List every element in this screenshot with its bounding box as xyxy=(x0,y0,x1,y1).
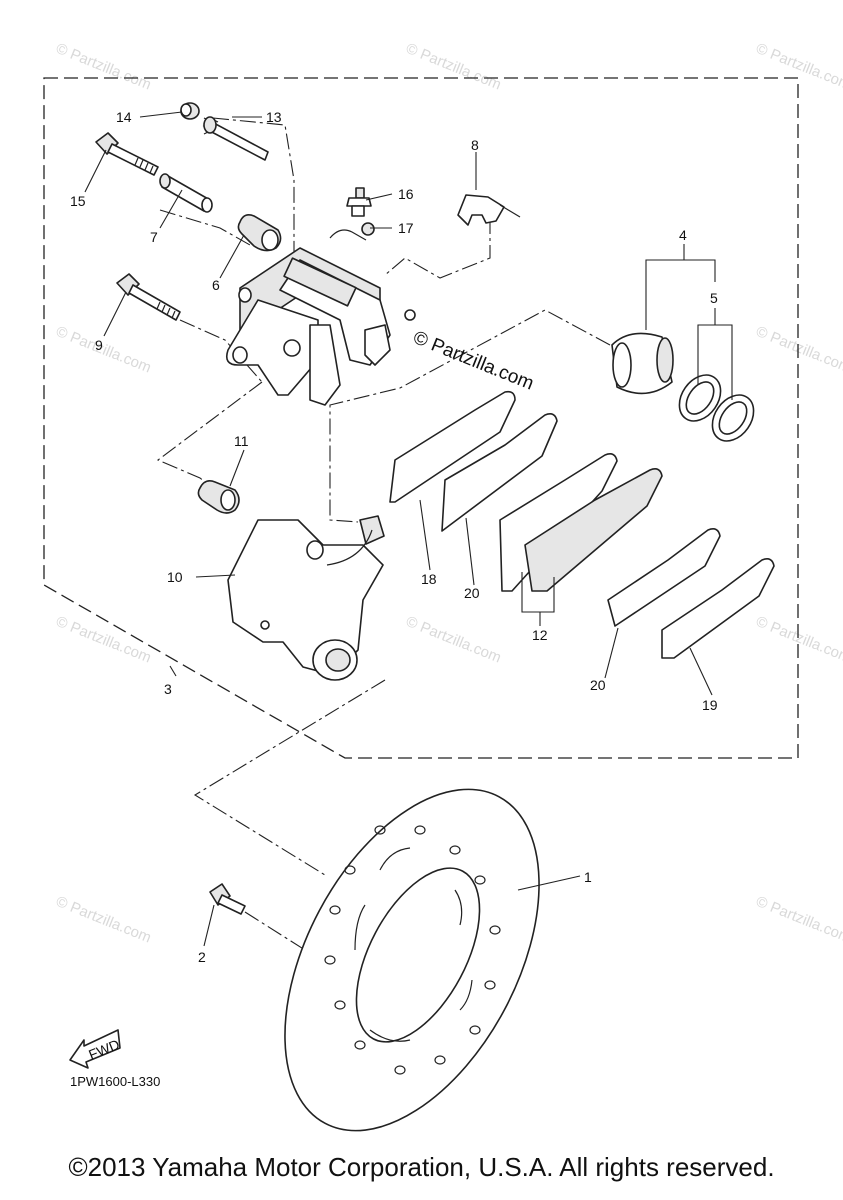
callout-10: 10 xyxy=(167,569,183,585)
part-18-shim xyxy=(389,390,516,503)
watermark-text: © Partzilla.com xyxy=(54,40,154,94)
callout-1: 1 xyxy=(584,869,592,885)
callout-labels: 14 13 15 7 6 9 8 16 17 4 5 11 10 18 20 1… xyxy=(70,109,718,965)
part-5-seals xyxy=(678,374,755,442)
watermark-text: © Partzilla.com xyxy=(54,323,154,377)
part-1-brake-disc xyxy=(284,788,540,1132)
callout-20: 20 xyxy=(590,677,606,693)
callout-9: 9 xyxy=(95,337,103,353)
callout-2: 2 xyxy=(198,949,206,965)
part-9-bolt xyxy=(116,273,181,321)
watermark-text: © Partzilla.com xyxy=(754,613,843,667)
diagram-code: 1PW1600-L330 xyxy=(70,1074,160,1089)
callout-3: 3 xyxy=(164,681,172,697)
part-6-boot xyxy=(237,214,282,252)
callout-13: 13 xyxy=(266,109,282,125)
callout-20: 20 xyxy=(464,585,480,601)
watermark-text: © Partzilla.com xyxy=(404,613,504,667)
part-14-collar xyxy=(180,102,200,120)
callout-7: 7 xyxy=(150,229,158,245)
callout-4: 4 xyxy=(679,227,687,243)
part-20-insulator xyxy=(441,413,558,532)
callout-15: 15 xyxy=(70,193,86,209)
forward-arrow-icon: FWD xyxy=(69,1029,122,1069)
callout-11: 11 xyxy=(234,433,249,449)
watermark-text: © Partzilla.com xyxy=(754,893,843,947)
watermark-text: © Partzilla.com xyxy=(54,893,154,947)
part-12-pads xyxy=(499,453,663,592)
partzilla-watermark: © Partzilla.com xyxy=(410,327,537,394)
callout-14: 14 xyxy=(116,109,132,125)
callout-5: 5 xyxy=(710,290,718,306)
part-11-boot xyxy=(197,480,240,514)
callout-16: 16 xyxy=(398,186,414,202)
part-4-piston xyxy=(611,332,674,395)
callout-leaders xyxy=(84,111,733,947)
watermark-text: © Partzilla.com xyxy=(404,40,504,94)
fwd-label: FWD xyxy=(86,1036,122,1063)
part-15-bolt xyxy=(95,132,159,176)
part-20-insulator-right xyxy=(607,528,721,627)
callout-17: 17 xyxy=(398,220,414,236)
callout-12: 12 xyxy=(532,627,548,643)
part-2-bolt xyxy=(209,883,246,915)
part-17-cap xyxy=(329,222,375,241)
part-19-shim xyxy=(661,558,775,659)
part-10-bracket xyxy=(227,515,385,681)
part-16-bleed-screw xyxy=(346,187,372,217)
part-7-sleeve xyxy=(159,173,213,213)
caliper-body xyxy=(225,247,416,406)
callout-18: 18 xyxy=(421,571,437,587)
callout-19: 19 xyxy=(702,697,718,713)
part-13-pin xyxy=(202,116,269,161)
caliper-assembly-boundary xyxy=(43,77,799,759)
copyright-notice: ©2013 Yamaha Motor Corporation, U.S.A. A… xyxy=(68,1152,775,1182)
callout-8: 8 xyxy=(471,137,479,153)
part-8-pad-spring xyxy=(457,194,521,226)
callout-6: 6 xyxy=(212,277,220,293)
